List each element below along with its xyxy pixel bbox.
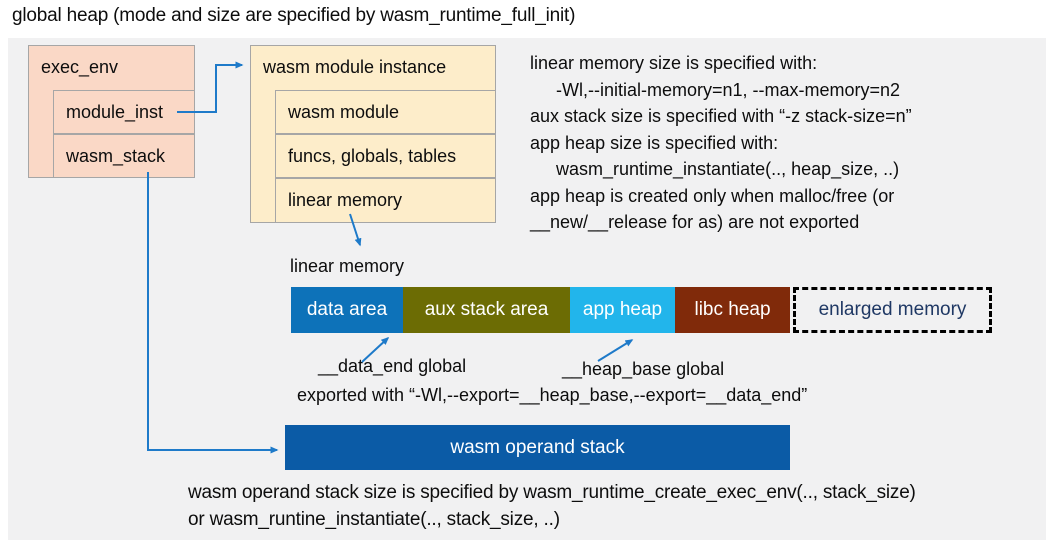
linear-memory-label: linear memory bbox=[290, 256, 405, 276]
note-line: wasm_runtime_instantiate(.., heap_size, … bbox=[556, 159, 900, 179]
segment-libc-heap: libc heap bbox=[675, 287, 790, 333]
note-line: wasm operand stack size is specified by … bbox=[188, 482, 916, 503]
note-line: __new/__release for as) are not exported bbox=[530, 212, 860, 232]
linear-memory-bar: data area aux stack area app heap libc h… bbox=[291, 287, 790, 333]
module-instance-label: wasm module instance bbox=[263, 57, 447, 77]
enlarged-memory-box: enlarged memory bbox=[793, 287, 992, 333]
module-inst-box: module_inst bbox=[53, 90, 195, 134]
note-line: app heap size is specified with: bbox=[530, 132, 779, 153]
linear-memory-box: linear memory bbox=[275, 178, 496, 223]
segment-aux-stack-area: aux stack area bbox=[403, 287, 570, 333]
wasm-module-box: wasm module bbox=[275, 90, 496, 134]
data-end-global-label: __data_end global bbox=[318, 356, 467, 376]
exec-env-label: exec_env bbox=[41, 57, 119, 77]
note-line: app heap is created only when malloc/fre… bbox=[530, 185, 895, 206]
wasm-stack-box: wasm_stack bbox=[53, 134, 195, 178]
wasm-operand-stack-bar: wasm operand stack bbox=[285, 425, 790, 470]
diagram-title: global heap (mode and size are specified… bbox=[12, 5, 576, 26]
note-line: linear memory size is specified with: bbox=[530, 53, 818, 73]
exported-with-label: exported with “-Wl,--export=__heap_base,… bbox=[297, 385, 808, 405]
funcs-globals-tables-box: funcs, globals, tables bbox=[275, 134, 496, 178]
memory-size-notes: linear memory size is specified with: -W… bbox=[530, 50, 912, 236]
segment-data-area: data area bbox=[291, 287, 403, 333]
heap-base-global-label: __heap_base global bbox=[562, 359, 725, 379]
note-line: -Wl,--initial-memory=n1, --max-memory=n2 bbox=[556, 79, 901, 100]
note-line: or wasm_runtine_instantiate(.., stack_si… bbox=[188, 509, 560, 530]
note-line: aux stack size is specified with “-z sta… bbox=[530, 106, 912, 126]
segment-app-heap: app heap bbox=[570, 287, 675, 333]
operand-stack-notes: wasm operand stack size is specified by … bbox=[188, 479, 916, 533]
